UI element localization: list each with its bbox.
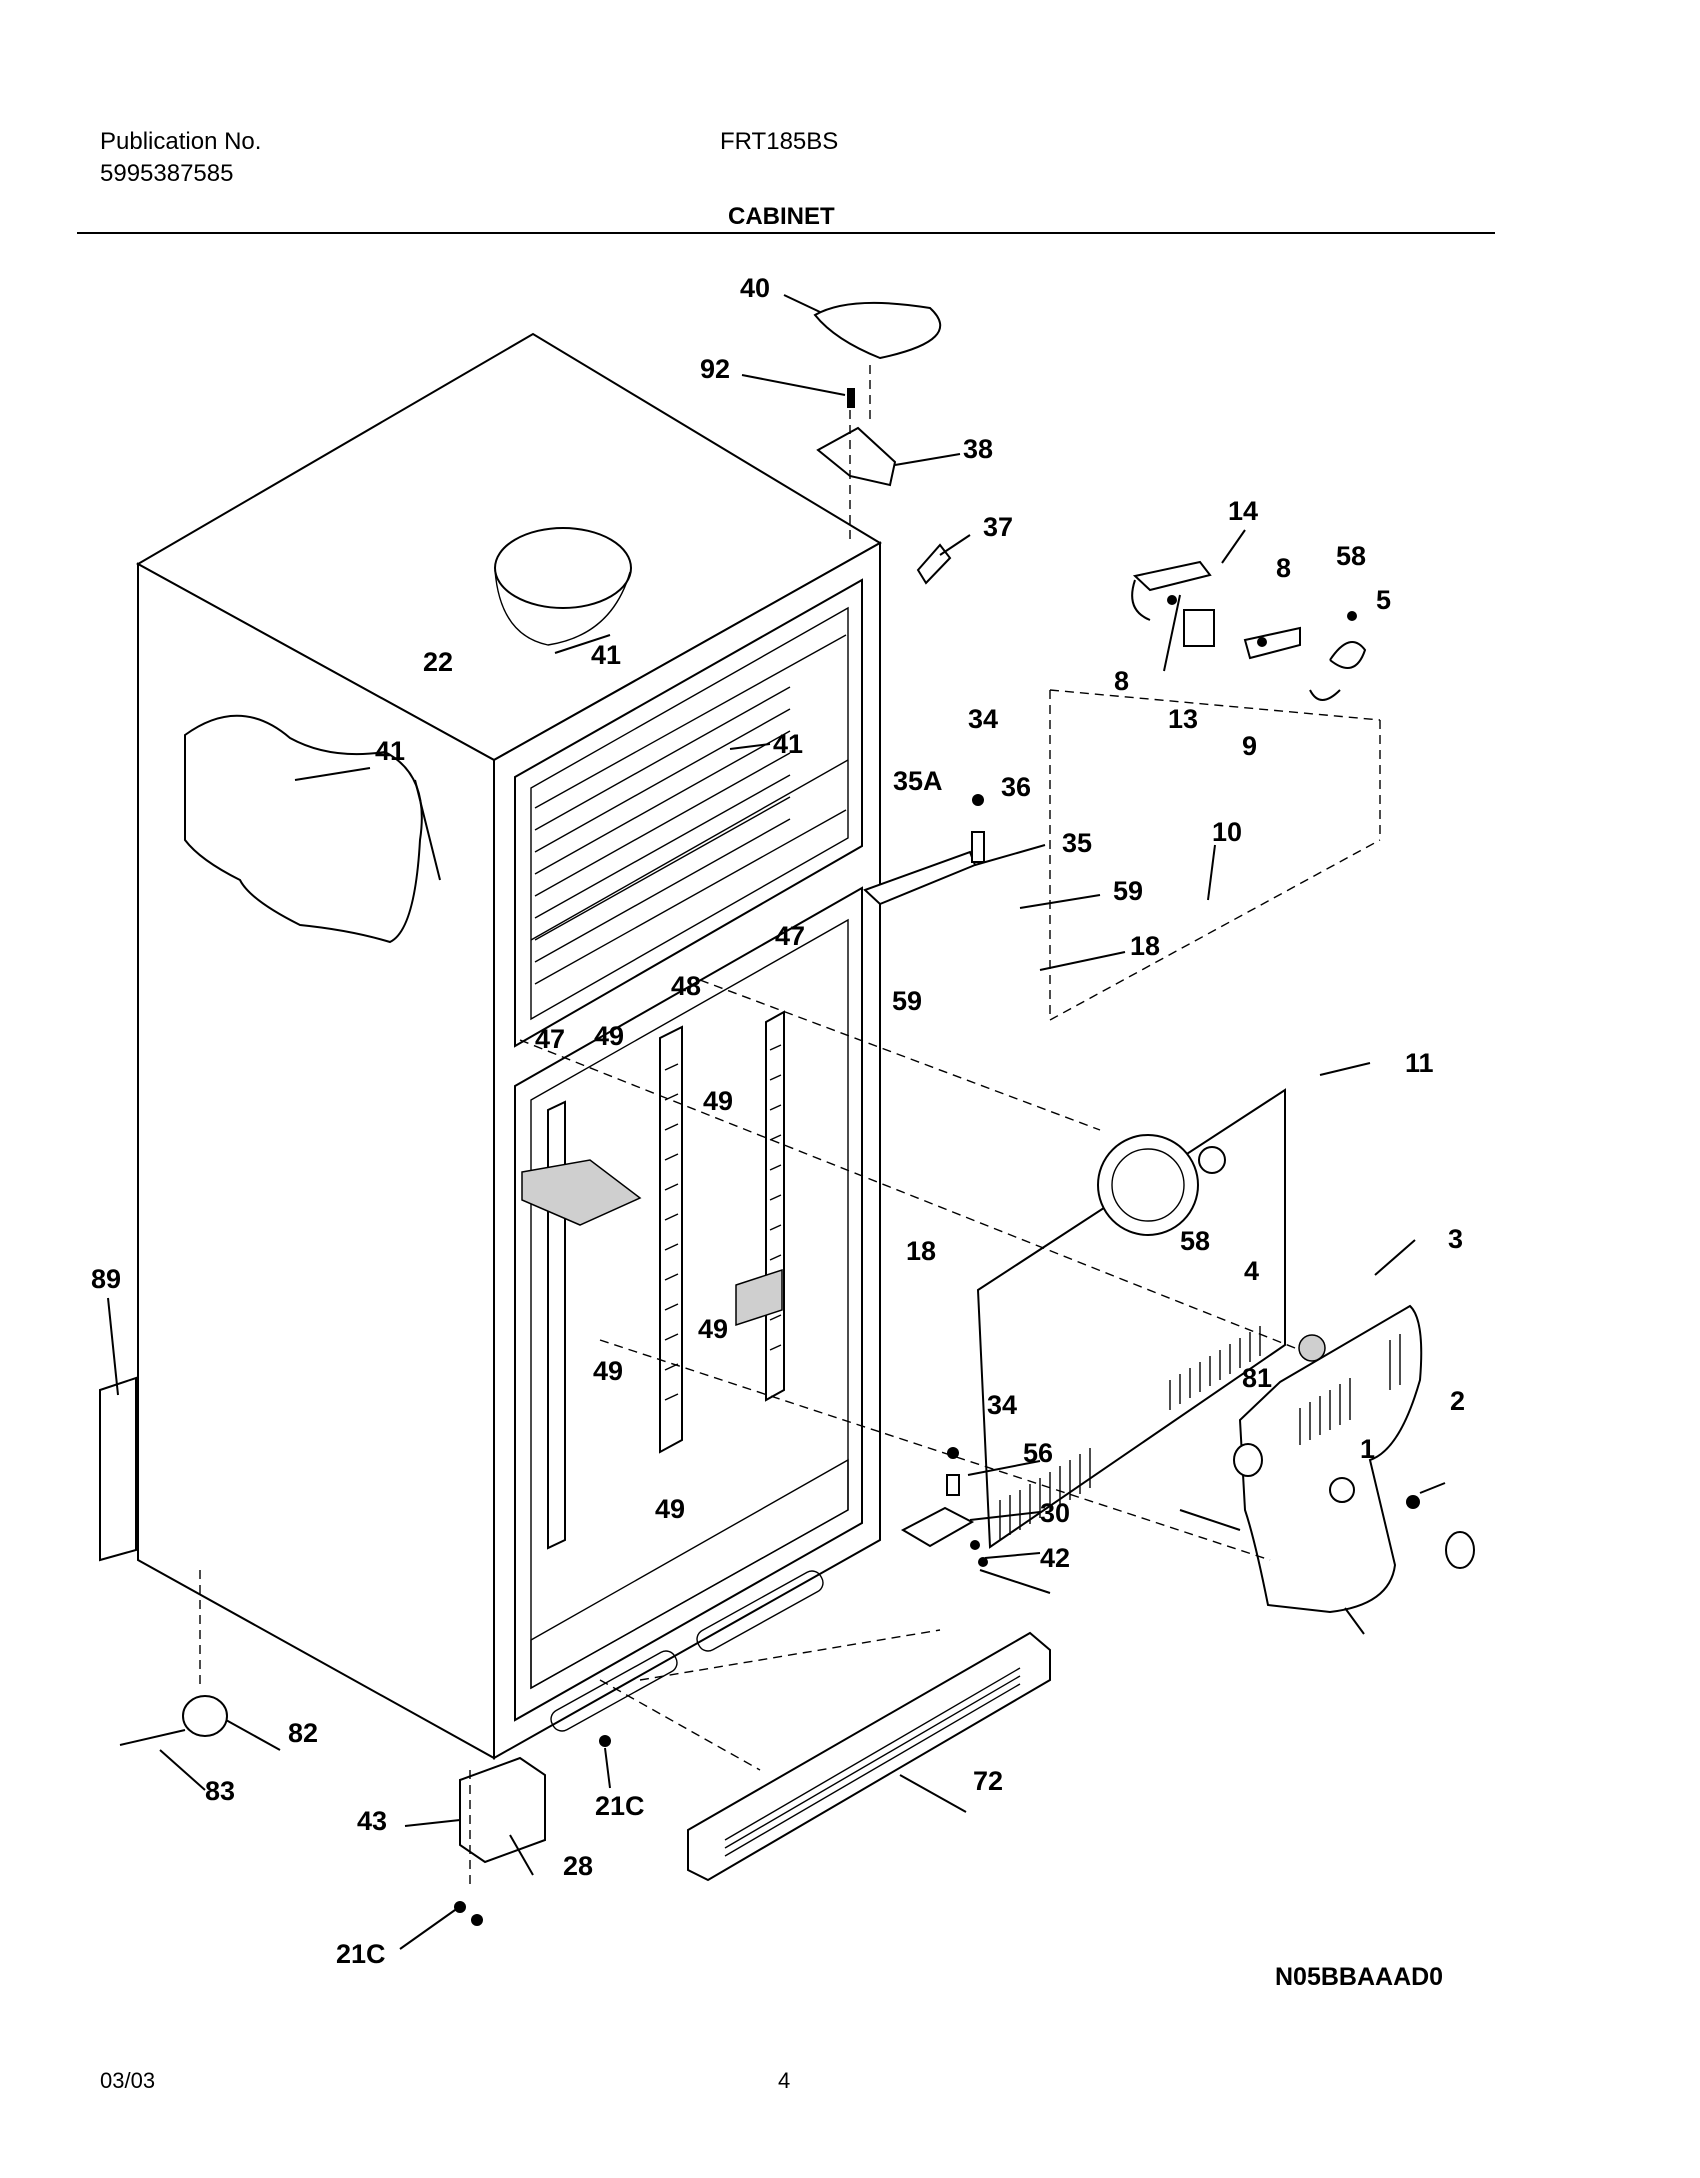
callout-49-b: 49 bbox=[703, 1086, 733, 1116]
callout-41-right: 41 bbox=[773, 729, 803, 759]
callout-59-right: 59 bbox=[1113, 876, 1143, 906]
section-title: CABINET bbox=[728, 203, 835, 230]
cabinet-exploded-diagram: 40 92 38 37 14 8 58 5 8 13 9 41 22 41 41… bbox=[91, 273, 1475, 1969]
callout-3: 3 bbox=[1448, 1224, 1463, 1254]
callout-49-d: 49 bbox=[698, 1314, 728, 1344]
publication-number: 5995387585 bbox=[100, 160, 234, 187]
callout-9: 9 bbox=[1242, 731, 1257, 761]
footer-date: 03/03 bbox=[100, 2068, 156, 2093]
model-number: FRT185BS bbox=[720, 128, 839, 155]
callout-34-bottom: 34 bbox=[987, 1390, 1017, 1420]
callout-59-left: 59 bbox=[892, 986, 922, 1016]
callout-41-top: 41 bbox=[591, 640, 621, 670]
callout-82: 82 bbox=[288, 1718, 318, 1748]
control-panel-assembly bbox=[976, 1088, 1286, 1549]
callout-4: 4 bbox=[1244, 1256, 1259, 1286]
callout-48: 48 bbox=[671, 971, 701, 1001]
callout-8-bottom: 8 bbox=[1114, 666, 1129, 696]
callout-49-a: 49 bbox=[594, 1021, 624, 1051]
callout-11: 11 bbox=[1405, 1048, 1434, 1078]
callout-37: 37 bbox=[983, 512, 1013, 542]
leader-lines bbox=[107, 294, 1446, 1950]
callout-18-bottom: 18 bbox=[906, 1236, 936, 1266]
callout-83: 83 bbox=[205, 1776, 235, 1806]
callout-13: 13 bbox=[1168, 704, 1198, 734]
callout-30: 30 bbox=[1040, 1498, 1070, 1528]
callout-2: 2 bbox=[1450, 1386, 1465, 1416]
page-number: 4 bbox=[778, 2068, 791, 2093]
callout-56: 56 bbox=[1023, 1438, 1053, 1468]
callout-89: 89 bbox=[91, 1264, 121, 1294]
cabinet-shell bbox=[99, 332, 882, 1760]
evaporator-fan-assembly bbox=[1131, 560, 1367, 701]
callout-21C-right: 21C bbox=[595, 1791, 645, 1821]
bottom-parts bbox=[119, 1631, 1051, 1926]
callout-58-bottom: 58 bbox=[1180, 1226, 1210, 1256]
callout-8-top: 8 bbox=[1276, 553, 1291, 583]
callout-81: 81 bbox=[1242, 1363, 1272, 1393]
callout-38: 38 bbox=[963, 434, 993, 464]
callout-21C-left: 21C bbox=[336, 1939, 386, 1969]
diagram-code: N05BBAAAD0 bbox=[1275, 1963, 1444, 1991]
callout-18-top: 18 bbox=[1130, 931, 1160, 961]
callout-47-left: 47 bbox=[535, 1024, 565, 1054]
callout-40: 40 bbox=[740, 273, 770, 303]
callout-92: 92 bbox=[700, 354, 730, 384]
callout-58-top: 58 bbox=[1336, 541, 1366, 571]
publication-label: Publication No. bbox=[100, 128, 262, 155]
callout-28: 28 bbox=[563, 1851, 593, 1881]
callout-1: 1 bbox=[1360, 1434, 1375, 1464]
callout-43: 43 bbox=[357, 1806, 387, 1836]
callout-49-e: 49 bbox=[655, 1494, 685, 1524]
header-rule bbox=[77, 232, 1495, 234]
callout-36: 36 bbox=[1001, 772, 1031, 802]
hinge-parts bbox=[813, 301, 988, 1567]
callout-22: 22 bbox=[423, 647, 453, 677]
callout-10: 10 bbox=[1212, 817, 1242, 847]
callout-35A: 35A bbox=[893, 766, 943, 796]
shelf-standards bbox=[521, 1010, 785, 1550]
callout-labels: 40 92 38 37 14 8 58 5 8 13 9 41 22 41 41… bbox=[91, 273, 1465, 1969]
callout-41-side: 41 bbox=[375, 736, 405, 766]
callout-49-c: 49 bbox=[593, 1356, 623, 1386]
callout-5: 5 bbox=[1376, 585, 1391, 615]
callout-42: 42 bbox=[1040, 1543, 1070, 1573]
control-housing bbox=[1233, 1304, 1475, 1614]
callout-14: 14 bbox=[1228, 496, 1258, 526]
callout-47-right: 47 bbox=[775, 921, 805, 951]
callout-72: 72 bbox=[973, 1766, 1003, 1796]
callout-35: 35 bbox=[1062, 828, 1092, 858]
callout-34-top: 34 bbox=[968, 704, 998, 734]
